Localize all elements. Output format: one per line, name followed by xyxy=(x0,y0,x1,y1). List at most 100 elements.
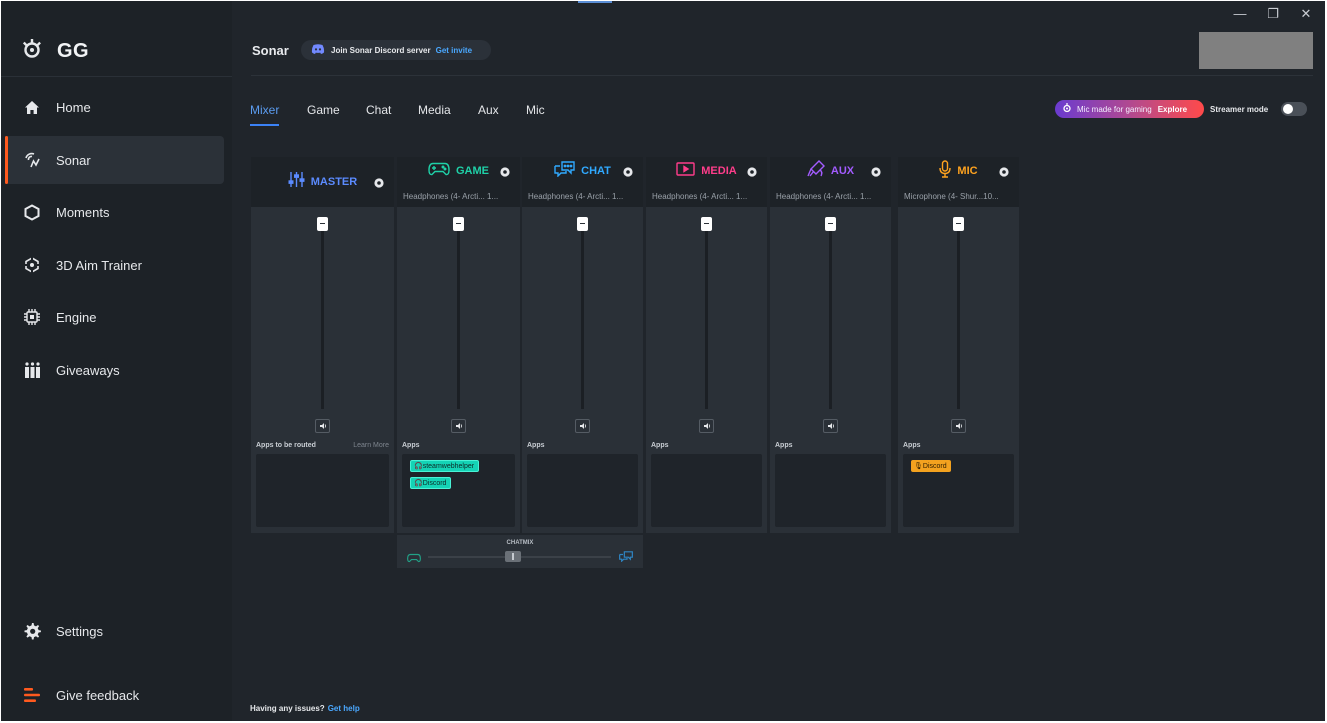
channel-settings-gear-icon[interactable] xyxy=(622,165,634,177)
sidebar-item-label: Sonar xyxy=(56,152,91,168)
close-button[interactable]: ✕ xyxy=(1300,6,1312,21)
apps-label: Apps xyxy=(402,442,420,449)
app-chip[interactable]: 🎙Discord xyxy=(911,460,951,472)
chatmix-slider-knob[interactable] xyxy=(505,551,521,562)
mute-button[interactable] xyxy=(823,419,838,433)
logo[interactable]: GG xyxy=(21,37,89,65)
tab-media[interactable]: Media xyxy=(418,103,451,117)
sidebar-item-sonar[interactable]: Sonar xyxy=(5,136,224,184)
sidebar-item-giveaways[interactable]: Giveaways xyxy=(5,346,224,394)
channel-name: MIC xyxy=(957,165,978,177)
output-device[interactable]: Headphones (4- Arcti... 1... xyxy=(403,192,499,201)
sidebar-item-moments[interactable]: Moments xyxy=(5,188,224,236)
sidebar-item-settings[interactable]: Settings xyxy=(5,607,224,655)
tab-aux[interactable]: Aux xyxy=(478,103,499,117)
volume-slider-track[interactable] xyxy=(957,223,960,409)
sidebar-divider xyxy=(1,76,232,77)
channel-name: AUX xyxy=(830,165,855,177)
channel-media: MEDIA Headphones (4- Arcti... 1... Apps xyxy=(646,157,767,533)
sidebar-item-label: Give feedback xyxy=(56,687,140,703)
gift-icon xyxy=(22,360,42,380)
toggle-knob xyxy=(1283,104,1293,114)
tab-mixer[interactable]: Mixer xyxy=(250,103,280,117)
volume-slider-track[interactable] xyxy=(581,223,584,409)
volume-slider-knob[interactable] xyxy=(453,217,464,231)
chip-icon xyxy=(22,307,42,327)
profile-area[interactable] xyxy=(1199,32,1313,69)
channel-header: CHAT Headphones (4- Arcti... 1... xyxy=(522,157,643,207)
volume-slider-track[interactable] xyxy=(705,223,708,409)
sidebar-item-home[interactable]: Home xyxy=(5,83,224,131)
channel-header: AUX Headphones (4- Arcti... 1... xyxy=(770,157,891,207)
streamer-mode-toggle[interactable] xyxy=(1281,102,1307,116)
gamepad-icon xyxy=(428,162,450,181)
app-chip[interactable]: 🎧steamwebhelper xyxy=(410,460,480,472)
sidebar-item-label: Home xyxy=(56,99,91,115)
apps-label: Apps xyxy=(651,442,669,449)
logo-text: GG xyxy=(57,39,90,62)
minimize-button[interactable]: — xyxy=(1233,6,1247,21)
mute-button[interactable] xyxy=(699,419,714,433)
mic-promo-pill[interactable]: Mic made for gaming Explore xyxy=(1055,100,1204,118)
output-device[interactable]: Headphones (4- Arcti... 1... xyxy=(776,192,872,201)
restore-button[interactable]: ❐ xyxy=(1267,6,1279,21)
input-device[interactable]: Microphone (4- Shur...10... xyxy=(904,192,999,201)
channel-header: MEDIA Headphones (4- Arcti... 1... xyxy=(646,157,767,207)
apps-dropzone[interactable] xyxy=(775,454,886,527)
channel-title: MEDIA xyxy=(646,157,767,185)
volume-slider-track[interactable] xyxy=(829,223,832,409)
volume-slider-knob[interactable] xyxy=(953,217,964,231)
discord-invite-pill[interactable]: Join Sonar Discord server Get invite xyxy=(301,40,491,60)
volume-slider-knob[interactable] xyxy=(825,217,836,231)
sidebar-item-aim-trainer[interactable]: 3D Aim Trainer xyxy=(5,241,224,289)
volume-slider-knob[interactable] xyxy=(317,217,328,231)
tab-chat[interactable]: Chat xyxy=(366,103,392,117)
sidebar-item-label: Giveaways xyxy=(56,362,120,378)
sidebar-item-label: Settings xyxy=(56,623,103,639)
apps-dropzone[interactable] xyxy=(651,454,762,527)
tab-game[interactable]: Game xyxy=(307,103,340,117)
mute-button[interactable] xyxy=(451,419,466,433)
get-help-link[interactable]: Get help xyxy=(327,704,360,713)
output-device[interactable]: Headphones (4- Arcti... 1... xyxy=(652,192,748,201)
volume-slider-track[interactable] xyxy=(457,223,460,409)
discord-invite-link[interactable]: Get invite xyxy=(435,45,473,55)
microphone-icon xyxy=(939,159,952,183)
channel-settings-gear-icon[interactable] xyxy=(373,176,385,188)
volume-slider-track[interactable] xyxy=(321,223,324,409)
channel-title: GAME xyxy=(397,157,520,185)
channel-settings-gear-icon[interactable] xyxy=(998,165,1010,177)
apps-dropzone[interactable] xyxy=(527,454,638,527)
volume-slider-knob[interactable] xyxy=(701,217,712,231)
apps-dropzone[interactable]: 🎧steamwebhelper 🎧Discord xyxy=(402,454,515,527)
help-text: Having any issues? xyxy=(250,704,325,713)
discord-invite-text: Join Sonar Discord server xyxy=(331,45,431,55)
mute-button[interactable] xyxy=(951,419,966,433)
mute-button[interactable] xyxy=(315,419,330,433)
volume-slider-knob[interactable] xyxy=(577,217,588,231)
channel-header: MIC Microphone (4- Shur...10... xyxy=(898,157,1019,207)
gamepad-icon xyxy=(407,550,421,568)
channel-body: Apps xyxy=(522,207,643,533)
mic-promo-link[interactable]: Explore xyxy=(1157,104,1188,114)
apps-dropzone[interactable]: 🎙Discord xyxy=(903,454,1014,527)
learn-more-link[interactable]: Learn More xyxy=(353,442,389,449)
sidebar-item-engine[interactable]: Engine xyxy=(5,293,224,341)
channel-settings-gear-icon[interactable] xyxy=(499,165,511,177)
app-chip[interactable]: 🎧Discord xyxy=(410,477,452,489)
channel-name: MEDIA xyxy=(701,165,737,177)
channel-name: CHAT xyxy=(581,165,611,177)
speaker-icon xyxy=(455,417,463,435)
steelseries-logo-icon xyxy=(21,38,43,65)
apps-label: Apps xyxy=(903,442,921,449)
sidebar-item-feedback[interactable]: Give feedback xyxy=(5,671,224,719)
tab-mic[interactable]: Mic xyxy=(526,103,545,117)
headphones-icon: 🎧 xyxy=(414,480,423,487)
apps-label: Apps xyxy=(527,442,545,449)
mute-button[interactable] xyxy=(575,419,590,433)
microphone-icon: 🎙 xyxy=(914,463,923,470)
channel-settings-gear-icon[interactable] xyxy=(870,165,882,177)
output-device[interactable]: Headphones (4- Arcti... 1... xyxy=(528,192,624,201)
channel-settings-gear-icon[interactable] xyxy=(746,165,758,177)
apps-dropzone[interactable] xyxy=(256,454,389,527)
